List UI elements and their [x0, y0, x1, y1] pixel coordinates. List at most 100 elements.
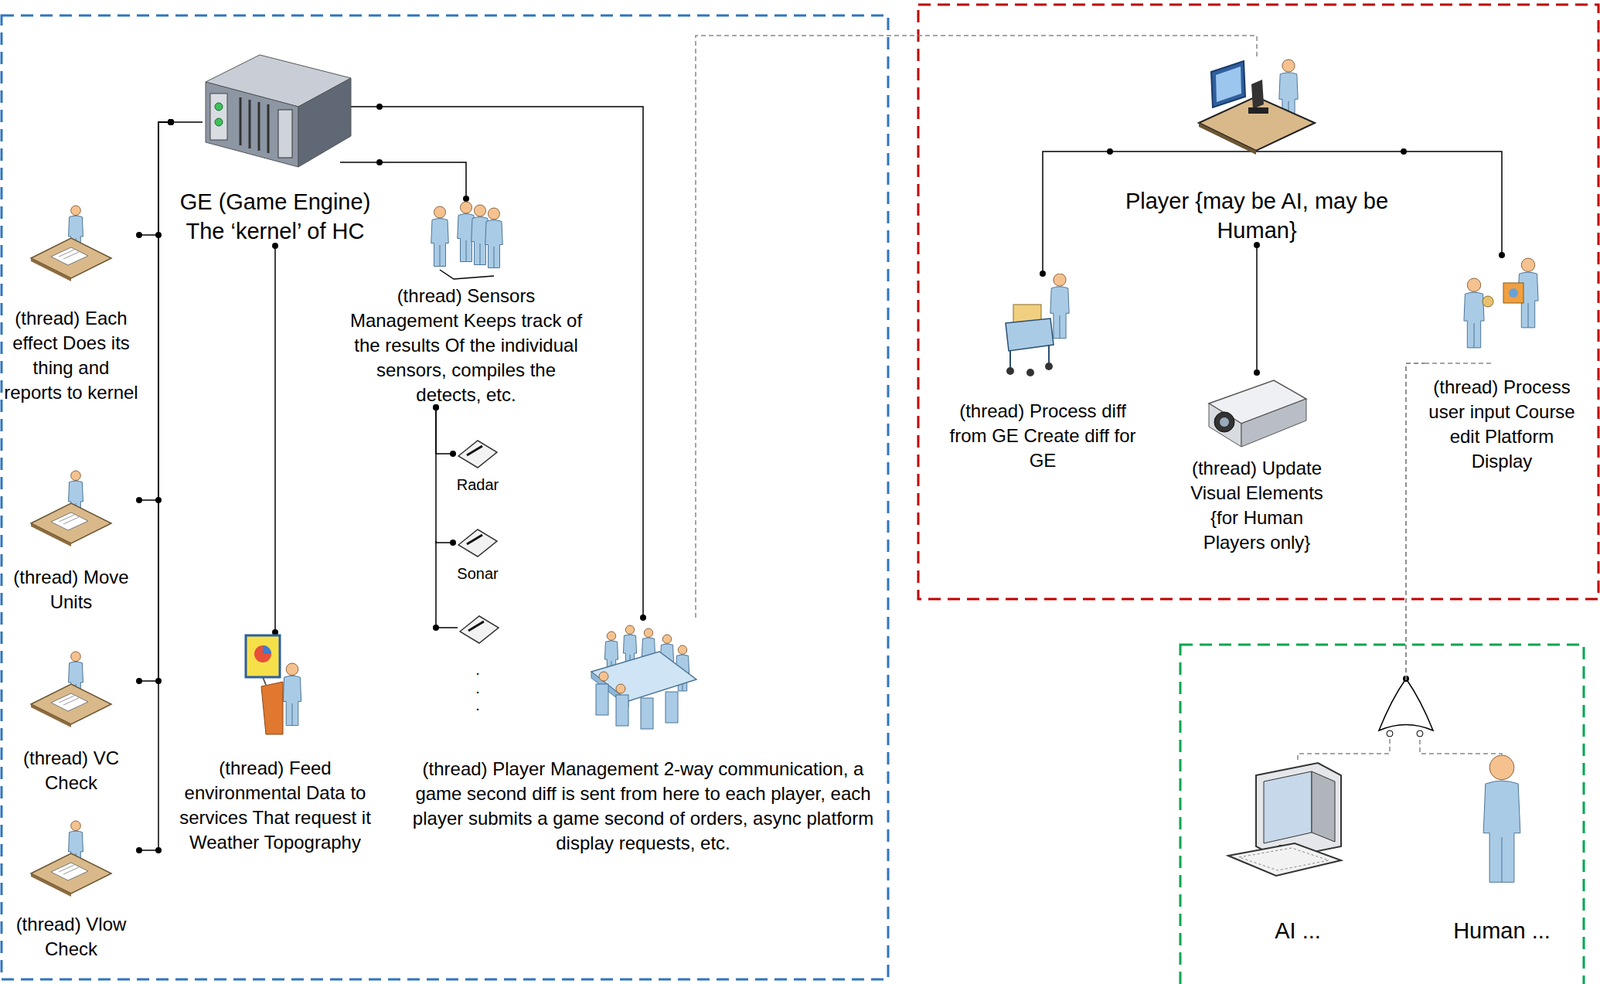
ellipsis-mark: .: [469, 661, 486, 678]
sensor-icon: [454, 436, 501, 473]
connector-line: [1403, 151, 1502, 256]
connector-line: [1405, 363, 1502, 756]
junction-dot: [136, 231, 143, 239]
icon-holder: [942, 273, 1144, 399]
person-icon: [1470, 755, 1533, 889]
icon-shape: [262, 677, 266, 685]
node-text: AI ...: [1229, 915, 1367, 946]
icon-shape: [431, 218, 450, 267]
icon-shape: [58, 695, 75, 703]
icon-shape: [1467, 278, 1481, 292]
server-icon: [197, 51, 353, 171]
icon-shape: [1251, 79, 1264, 109]
connector: [1039, 148, 1114, 277]
thread-node: (thread) VC Check: [3, 650, 140, 796]
junction-dot: [449, 539, 457, 546]
icon-shape: [1198, 122, 1257, 155]
connector-line: [379, 162, 467, 199]
icon-shape: [63, 697, 79, 705]
controller-node: AI ...: [1229, 759, 1367, 946]
junction-dot: [167, 119, 174, 126]
junction-dot: [640, 614, 647, 621]
icon-shape: [30, 503, 112, 544]
icon-shape: [434, 206, 446, 218]
controller-node: Human ...: [1443, 755, 1560, 946]
icon-shape: [1501, 837, 1503, 882]
connector: [432, 404, 457, 546]
stub-line: [340, 161, 380, 164]
sensor-icon: [459, 616, 499, 644]
sensor-node: Sonar: [452, 525, 503, 583]
junction-dot: [167, 119, 174, 126]
icon-shape: [51, 693, 89, 712]
node-text: (thread) Vlow Check: [3, 912, 140, 962]
dashed-connector: [1405, 363, 1502, 756]
controller-region: [1180, 644, 1584, 984]
icon-holder: [178, 632, 372, 756]
icon-shape: [1050, 286, 1069, 339]
node-text: (thread) Process user input Course edit …: [1424, 374, 1580, 474]
ellipsis-mark: .: [469, 697, 486, 713]
node-text: (thread) Process diff from GE Create dif…: [942, 398, 1144, 474]
icon-shape: [1215, 66, 1242, 103]
node-text: Human ...: [1443, 915, 1560, 946]
icon-shape: [485, 220, 504, 269]
icon-shape: [298, 78, 351, 167]
icon-shape: [1006, 367, 1015, 375]
desk-worker-icon: [27, 650, 115, 728]
icon-shape: [51, 247, 89, 266]
junction-dot: [1253, 369, 1260, 376]
icon-shape: [616, 684, 626, 694]
icon-shape: [662, 634, 671, 644]
stub-line: [349, 105, 380, 108]
icon-shape: [214, 102, 223, 111]
icon-shape: [282, 675, 301, 726]
connector: [1253, 241, 1260, 376]
icon-shape: [466, 445, 483, 456]
connector-line: [139, 122, 171, 235]
junction-dot: [272, 242, 279, 249]
icon-shape: [1263, 771, 1312, 844]
sensor-body: [459, 616, 499, 644]
icon-shape: [677, 645, 687, 654]
icon-shape: [1239, 847, 1329, 871]
team-icon: [422, 198, 510, 286]
connector-line: [1042, 151, 1110, 274]
icon-shape: [1214, 411, 1235, 433]
icon-shape: [1053, 273, 1066, 286]
icon-shape: [643, 628, 653, 637]
junction-dot: [1400, 148, 1407, 155]
stub-lines: [170, 106, 1492, 628]
icon-shape: [595, 684, 609, 715]
computer-icon: [1225, 759, 1371, 884]
handover-icon: [1453, 255, 1550, 355]
icon-shape: [214, 118, 223, 126]
sensor-branch: [435, 626, 458, 629]
connector: [376, 159, 470, 202]
node-text: (thread) VC Check: [3, 745, 140, 796]
icon-shape: [599, 671, 609, 681]
connector-line: [435, 407, 453, 454]
icon-shape: [71, 470, 82, 481]
icon-shape: [285, 663, 299, 676]
junction-dot: [376, 103, 383, 110]
icon-shape: [606, 631, 616, 640]
connector-line: [435, 407, 453, 543]
connector: [272, 242, 279, 636]
icon-shape: [248, 99, 252, 149]
thread-node: (thread) Move Units: [3, 469, 140, 615]
icon-shape: [30, 238, 112, 279]
icon-shape: [1508, 288, 1519, 298]
junction-dot: [462, 195, 470, 202]
connector: [136, 119, 174, 239]
thread-node: (thread) Player Management 2-way communi…: [407, 617, 879, 856]
connector-line: [695, 35, 1257, 618]
icon-shape: [439, 269, 494, 280]
connector: [136, 119, 174, 685]
icon-shape: [1528, 302, 1529, 328]
junction-dot: [167, 119, 174, 126]
icon-holder: [1424, 255, 1580, 375]
icon-shape: [1489, 755, 1515, 780]
icon-shape: [1282, 59, 1295, 72]
